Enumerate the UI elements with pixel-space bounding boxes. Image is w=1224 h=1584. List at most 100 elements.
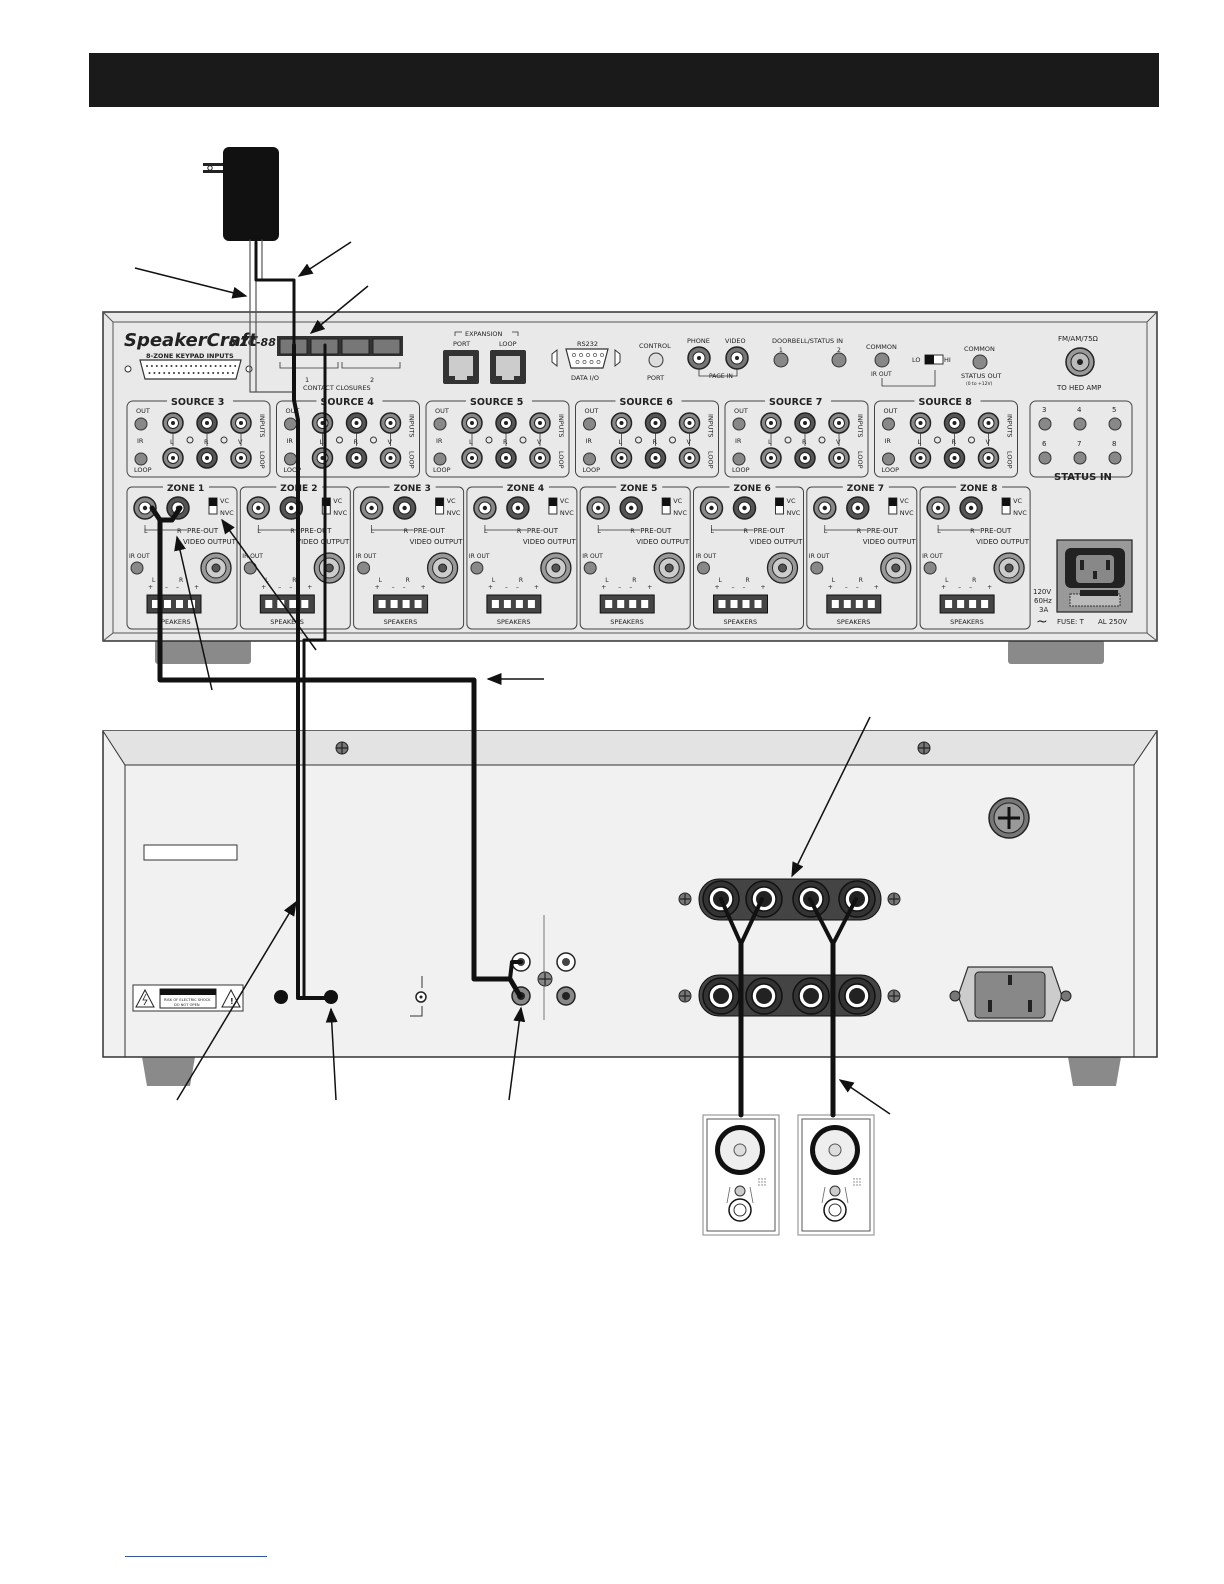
source-ir-out-jack[interactable] (284, 417, 297, 431)
source-loop-jack-rca[interactable] (678, 447, 701, 469)
source-loop-jack[interactable] (433, 452, 447, 466)
mzc-power-inlet[interactable] (1056, 539, 1133, 613)
rs232-connector[interactable] (551, 348, 621, 369)
source-loop-jack[interactable] (583, 452, 596, 466)
amp-trigger-jack-1[interactable] (274, 990, 288, 1004)
zone-preout-left-jack[interactable] (133, 496, 157, 520)
doorbell-1-jack[interactable] (773, 352, 789, 368)
source-input-jack[interactable] (828, 412, 850, 434)
zone-speaker-terminal[interactable] (599, 594, 655, 614)
source-loop-jack-rca[interactable] (529, 447, 551, 469)
zone-speaker-terminal[interactable] (373, 594, 429, 614)
zone-ir-out-jack[interactable] (697, 561, 710, 575)
source-ir-out-jack[interactable] (433, 417, 447, 431)
source-loop-jack[interactable] (284, 452, 297, 466)
source-input-jack[interactable] (196, 412, 218, 434)
zone-video-output-jack[interactable] (200, 552, 232, 584)
zone-preout-left-jack[interactable] (246, 496, 271, 520)
zone-preout-right-jack[interactable] (506, 496, 530, 520)
source-loop-jack-rca[interactable] (610, 447, 633, 469)
zone-preout-left-jack[interactable] (359, 496, 384, 520)
source-input-jack[interactable] (345, 412, 368, 434)
zone-speaker-terminal[interactable] (826, 594, 882, 614)
source-input-jack[interactable] (678, 412, 701, 434)
expansion-port-jack[interactable] (443, 350, 479, 384)
source-input-jack[interactable] (760, 412, 782, 434)
zone-preout-right-jack[interactable] (732, 496, 757, 520)
source-loop-jack-rca[interactable] (644, 447, 667, 469)
source-input-jack[interactable] (977, 412, 1000, 434)
video-page-jack[interactable] (725, 346, 749, 370)
zone-ir-out-jack[interactable] (583, 561, 597, 575)
status-in-jack[interactable] (1108, 451, 1122, 465)
source-input-jack[interactable] (162, 412, 184, 434)
source-loop-jack-rca[interactable] (345, 447, 368, 469)
source-input-jack[interactable] (379, 412, 402, 434)
source-input-jack[interactable] (311, 412, 334, 434)
keypad-input-connector[interactable] (124, 359, 253, 380)
source-loop-jack-rca[interactable] (760, 447, 782, 469)
zone-preout-right-jack[interactable] (846, 496, 870, 520)
source-input-jack[interactable] (610, 412, 633, 434)
source-input-jack[interactable] (909, 412, 932, 434)
zone-ir-out-jack[interactable] (357, 561, 371, 575)
source-loop-jack-rca[interactable] (379, 447, 402, 469)
status-in-jack[interactable] (1108, 417, 1122, 431)
zone-video-output-jack[interactable] (426, 552, 459, 584)
source-ir-out-jack[interactable] (732, 417, 746, 431)
control-port-jack[interactable] (648, 352, 664, 368)
source-input-jack[interactable] (495, 412, 517, 434)
phone-page-jack[interactable] (687, 346, 711, 370)
source-loop-jack-rca[interactable] (311, 447, 334, 469)
zone-ir-out-jack[interactable] (130, 561, 144, 575)
source-loop-jack-rca[interactable] (495, 447, 517, 469)
zone-speaker-terminal[interactable] (713, 594, 768, 614)
zone-preout-right-jack[interactable] (619, 496, 643, 520)
zone-video-output-jack[interactable] (540, 552, 572, 584)
source-loop-jack-rca[interactable] (828, 447, 850, 469)
zone-video-output-jack[interactable] (993, 552, 1025, 584)
zone-preout-right-jack[interactable] (959, 496, 983, 520)
source-loop-jack-rca[interactable] (909, 447, 932, 469)
source-input-jack[interactable] (529, 412, 551, 434)
zone-preout-left-jack[interactable] (586, 496, 610, 520)
source-loop-jack[interactable] (882, 452, 895, 466)
source-loop-jack[interactable] (134, 452, 148, 466)
zone-ir-out-jack[interactable] (810, 561, 824, 575)
source-loop-jack[interactable] (732, 452, 746, 466)
zone-speaker-terminal[interactable] (486, 594, 542, 614)
zone-speaker-terminal[interactable] (259, 594, 315, 614)
source-ir-out-jack[interactable] (134, 417, 148, 431)
source-ir-out-jack[interactable] (882, 417, 895, 431)
status-in-jack[interactable] (1038, 417, 1052, 431)
zone-preout-left-jack[interactable] (926, 496, 950, 520)
zone-video-output-jack[interactable] (880, 552, 912, 584)
zone-preout-left-jack[interactable] (699, 496, 724, 520)
zone-preout-right-jack[interactable] (392, 496, 417, 520)
zone-ir-out-jack[interactable] (470, 561, 484, 575)
zone-preout-left-jack[interactable] (473, 496, 497, 520)
status-out-jack[interactable] (972, 354, 988, 370)
speaker-binding-posts-bottom[interactable] (698, 974, 882, 1017)
common-ir-jack[interactable] (874, 352, 890, 368)
source-loop-jack-rca[interactable] (794, 447, 816, 469)
amp-power-inlet[interactable] (949, 966, 1072, 1022)
source-loop-jack-rca[interactable] (977, 447, 1000, 469)
source-loop-jack-rca[interactable] (230, 447, 252, 469)
fm-am-antenna-jack[interactable] (1065, 347, 1095, 377)
source-loop-jack-rca[interactable] (461, 447, 483, 469)
status-in-jack[interactable] (1073, 451, 1087, 465)
source-input-jack[interactable] (230, 412, 252, 434)
doorbell-2-jack[interactable] (831, 352, 847, 368)
expansion-loop-jack[interactable] (490, 350, 526, 384)
source-input-jack[interactable] (644, 412, 667, 434)
zone-speaker-terminal[interactable] (939, 594, 995, 614)
zone-video-output-jack[interactable] (313, 552, 345, 584)
zone-ir-out-jack[interactable] (923, 561, 937, 575)
source-loop-jack-rca[interactable] (162, 447, 184, 469)
source-loop-jack-rca[interactable] (196, 447, 218, 469)
status-in-jack[interactable] (1038, 451, 1052, 465)
source-input-jack[interactable] (461, 412, 483, 434)
zone-video-output-jack[interactable] (653, 552, 685, 584)
source-loop-jack-rca[interactable] (943, 447, 966, 469)
